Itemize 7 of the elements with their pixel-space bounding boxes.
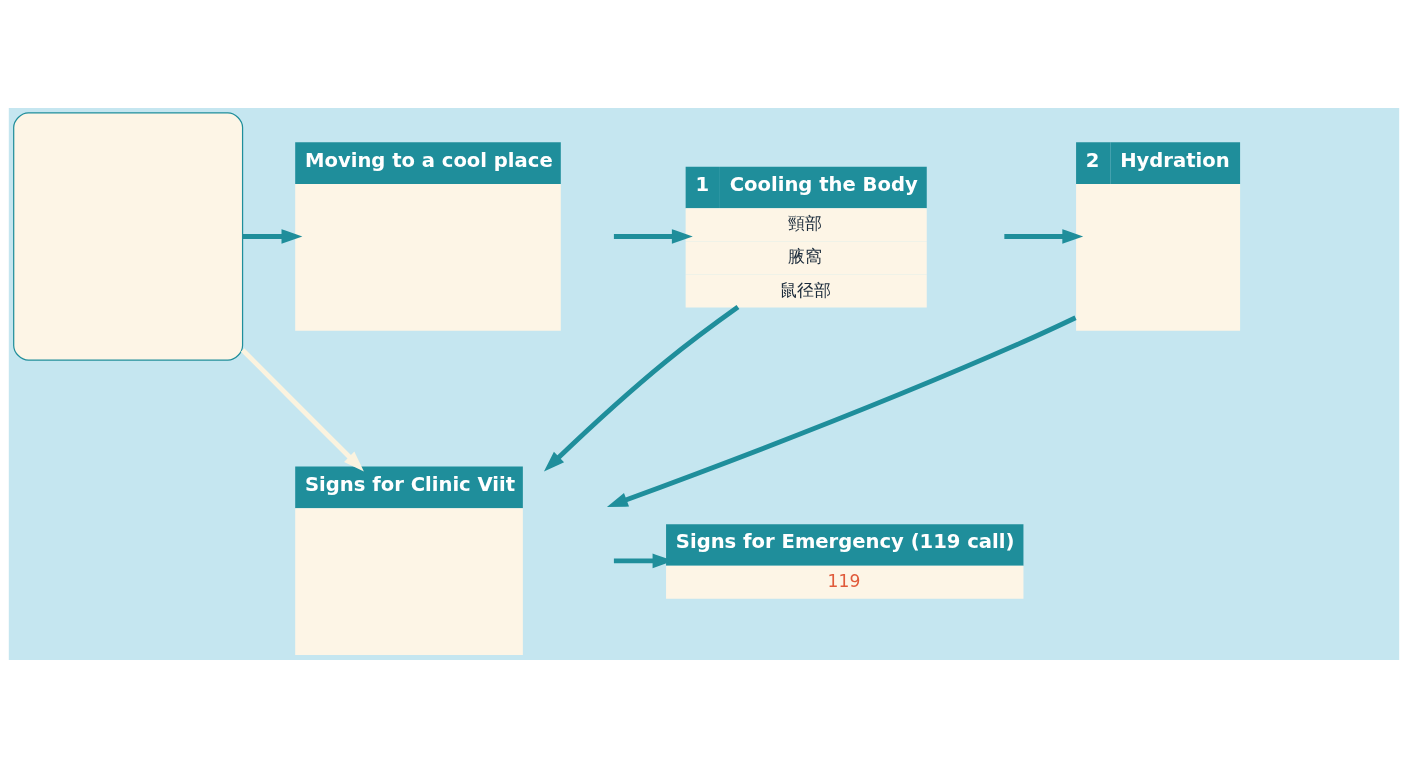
arrow xyxy=(240,348,364,472)
arrow xyxy=(1004,229,1084,244)
arrow xyxy=(606,315,1077,507)
arrow xyxy=(613,229,693,244)
node-box xyxy=(13,112,244,361)
arrow xyxy=(543,305,740,472)
arrow xyxy=(242,229,303,244)
